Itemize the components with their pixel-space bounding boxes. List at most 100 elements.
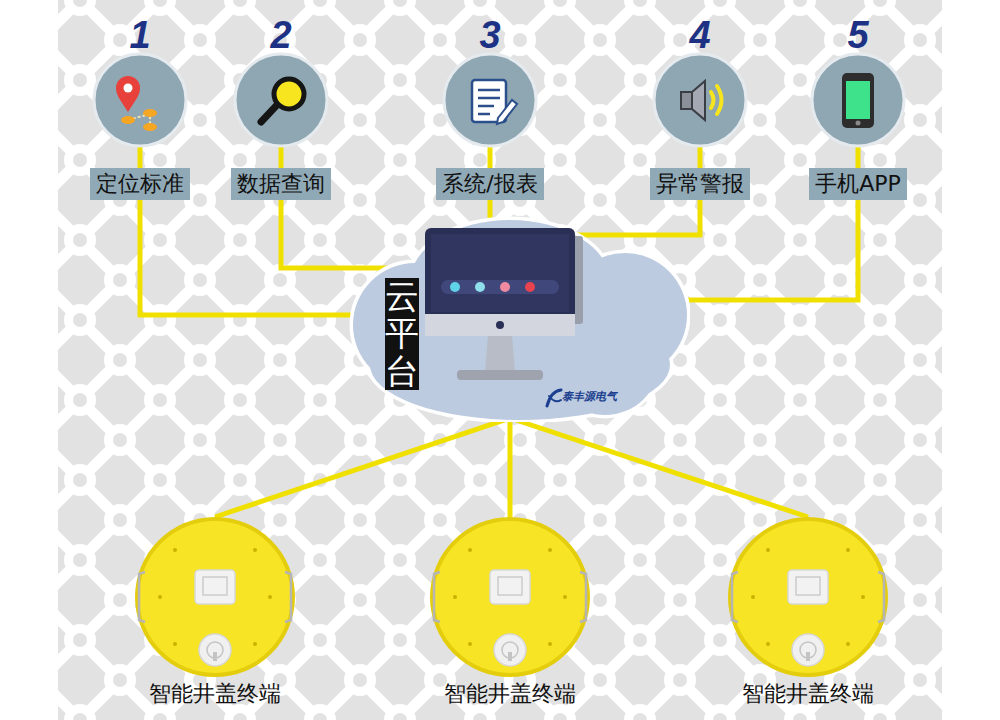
manhole-cover-disc bbox=[139, 572, 145, 622]
manhole-cover-disc bbox=[139, 521, 291, 673]
alarm-icon bbox=[681, 81, 722, 120]
feature-tag: 系统/报表 bbox=[436, 168, 543, 200]
cloud-platform: 云平台 bbox=[345, 210, 690, 422]
manhole-cover-disc bbox=[203, 577, 227, 595]
manhole-cover-disc bbox=[580, 572, 586, 622]
manhole-cover-disc bbox=[766, 548, 770, 552]
monitor-illustration bbox=[425, 228, 583, 380]
monitor-illustration bbox=[425, 228, 575, 336]
report-icon bbox=[478, 113, 490, 116]
cloud-fill bbox=[353, 220, 687, 420]
monitor-illustration bbox=[475, 282, 485, 292]
feature-tag: 数据查询 bbox=[231, 168, 331, 200]
manhole-cover-disc bbox=[732, 572, 738, 622]
monitor-illustration bbox=[500, 282, 510, 292]
alarm-icon bbox=[711, 92, 714, 108]
terminal-label: 智能井盖终端 bbox=[410, 680, 610, 708]
feature-circles bbox=[94, 54, 186, 146]
manhole-cover-disc bbox=[766, 642, 770, 646]
alarm-icon bbox=[717, 86, 722, 114]
manhole-cover-terminal: 智能井盖终端 bbox=[115, 512, 315, 712]
manhole-cover-disc bbox=[788, 570, 828, 604]
manhole-cover-disc bbox=[792, 634, 824, 666]
report-icon bbox=[478, 105, 494, 108]
feature-circles bbox=[654, 54, 746, 146]
location-icon bbox=[143, 109, 157, 117]
manhole-cover-disc bbox=[468, 642, 472, 646]
manhole-cover-disc bbox=[846, 642, 850, 646]
alarm-icon bbox=[681, 92, 692, 109]
monitor-illustration bbox=[525, 282, 535, 292]
manhole-cover-disc bbox=[751, 595, 755, 599]
manhole-cover-disc bbox=[878, 572, 884, 622]
callout-number: 1 bbox=[129, 14, 150, 56]
manhole-cover-terminal: 智能井盖终端 bbox=[708, 512, 908, 712]
manhole-cover-disc bbox=[453, 595, 457, 599]
manhole-cover-disc bbox=[173, 642, 177, 646]
phone-icon bbox=[842, 73, 874, 128]
feature-circles bbox=[94, 54, 904, 146]
feature-circles bbox=[444, 54, 536, 146]
callout-number: 5 bbox=[847, 14, 868, 56]
feature-label: 手机APP bbox=[815, 169, 901, 199]
feature-label: 数据查询 bbox=[237, 169, 325, 199]
logo-swoosh bbox=[547, 390, 561, 406]
feature-label: 异常警报 bbox=[656, 169, 744, 199]
logo-swoosh bbox=[547, 390, 561, 406]
location-icon bbox=[116, 76, 140, 112]
manhole-cover-disc bbox=[253, 548, 257, 552]
manhole-cover-disc bbox=[158, 595, 162, 599]
manhole-cover-disc bbox=[548, 548, 552, 552]
connector-line bbox=[140, 200, 356, 315]
phone-icon bbox=[846, 81, 870, 119]
cloud-outline bbox=[353, 220, 687, 420]
manhole-cover-disc bbox=[135, 517, 295, 677]
feature-circles bbox=[812, 54, 904, 146]
monitor-illustration bbox=[485, 336, 515, 372]
phone-icon bbox=[856, 121, 861, 126]
manhole-cover-disc bbox=[253, 642, 257, 646]
manhole-cover-disc bbox=[728, 517, 888, 677]
manhole-cover-disc bbox=[494, 634, 526, 666]
pattern-ground bbox=[58, 0, 942, 720]
terminal-label: 智能井盖终端 bbox=[115, 680, 315, 708]
terminal-label: 智能井盖终端 bbox=[708, 680, 908, 708]
manhole-cover-disc bbox=[173, 548, 177, 552]
location-icon bbox=[121, 116, 135, 124]
platform-title: 云平台 bbox=[385, 278, 419, 390]
connector-line bbox=[573, 200, 700, 235]
manhole-cover-disc bbox=[548, 642, 552, 646]
manhole-cover-disc bbox=[468, 548, 472, 552]
manhole-cover-disc bbox=[434, 572, 440, 622]
connector-line bbox=[215, 418, 510, 517]
connector-line bbox=[683, 200, 858, 300]
manhole-cover-disc bbox=[563, 595, 567, 599]
manhole-cover-disc bbox=[285, 572, 291, 622]
manhole-cover-disc bbox=[213, 652, 217, 661]
manhole-cover-disc bbox=[861, 595, 865, 599]
search-icon bbox=[274, 79, 304, 109]
callout-number: 2 bbox=[270, 14, 291, 56]
manhole-cover-disc bbox=[430, 517, 590, 677]
search-icon bbox=[261, 79, 304, 122]
feature-label: 系统/报表 bbox=[442, 169, 537, 199]
logo-swoosh bbox=[549, 396, 561, 401]
alarm-icon bbox=[692, 81, 705, 120]
phone-icon bbox=[842, 73, 874, 128]
manhole-cover-disc bbox=[268, 595, 272, 599]
manhole-cover-disc bbox=[434, 521, 586, 673]
report-icon bbox=[478, 97, 500, 100]
manhole-cover-disc bbox=[796, 577, 820, 595]
manhole-cover-disc bbox=[195, 570, 235, 604]
connector-line bbox=[510, 418, 808, 517]
connector-line bbox=[281, 200, 392, 268]
manhole-cover-disc bbox=[490, 570, 530, 604]
feature-tag: 手机APP bbox=[809, 168, 907, 200]
callout-number: 4 bbox=[689, 14, 710, 56]
manhole-cover-disc bbox=[806, 652, 810, 661]
manhole-cover-terminal: 智能井盖终端 bbox=[410, 512, 610, 712]
feature-label: 定位标准 bbox=[96, 169, 184, 199]
monitor-illustration bbox=[457, 370, 543, 380]
manhole-cover-disc bbox=[199, 634, 231, 666]
